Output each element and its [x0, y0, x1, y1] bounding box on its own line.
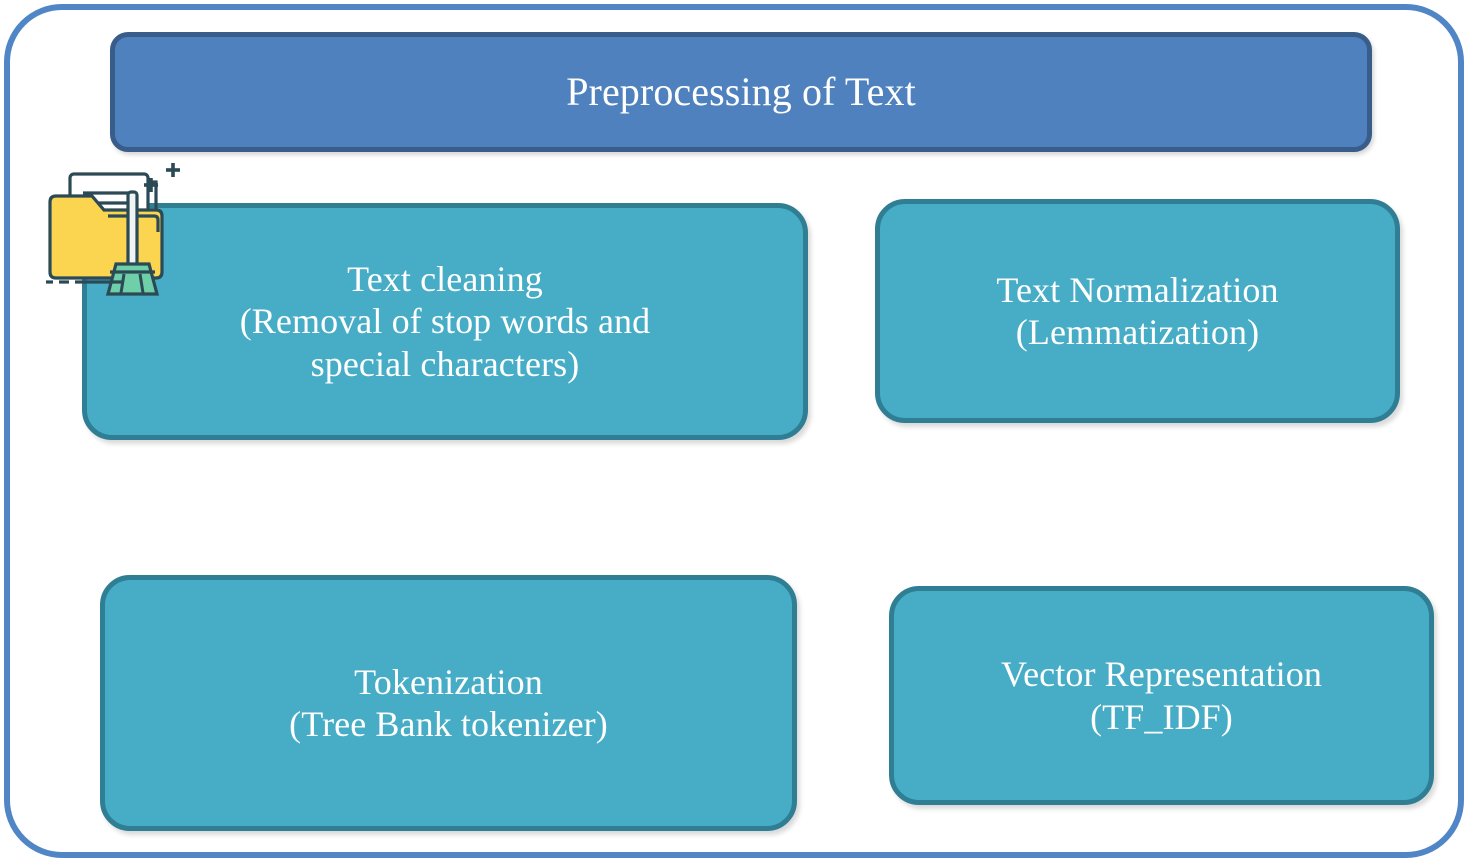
header-label: Preprocessing of Text	[566, 69, 916, 115]
header-block-preprocessing-of-text: Preprocessing of Text	[110, 32, 1372, 152]
node-text-cleaning-label: Text cleaning (Removal of stop words and…	[239, 258, 651, 384]
node-text-normalization: Text Normalization (Lemmatization)	[875, 199, 1400, 423]
node-vector-representation-label: Vector Representation (TF_IDF)	[1001, 654, 1322, 737]
node-vector-representation: Vector Representation (TF_IDF)	[889, 586, 1434, 805]
node-tokenization-label: Tokenization (Tree Bank tokenizer)	[289, 661, 608, 744]
node-tokenization: Tokenization (Tree Bank tokenizer)	[100, 575, 797, 831]
outer-frame-border	[4, 4, 1464, 858]
node-text-normalization-label: Text Normalization (Lemmatization)	[996, 269, 1279, 352]
node-text-cleaning: Text cleaning (Removal of stop words and…	[82, 203, 808, 440]
